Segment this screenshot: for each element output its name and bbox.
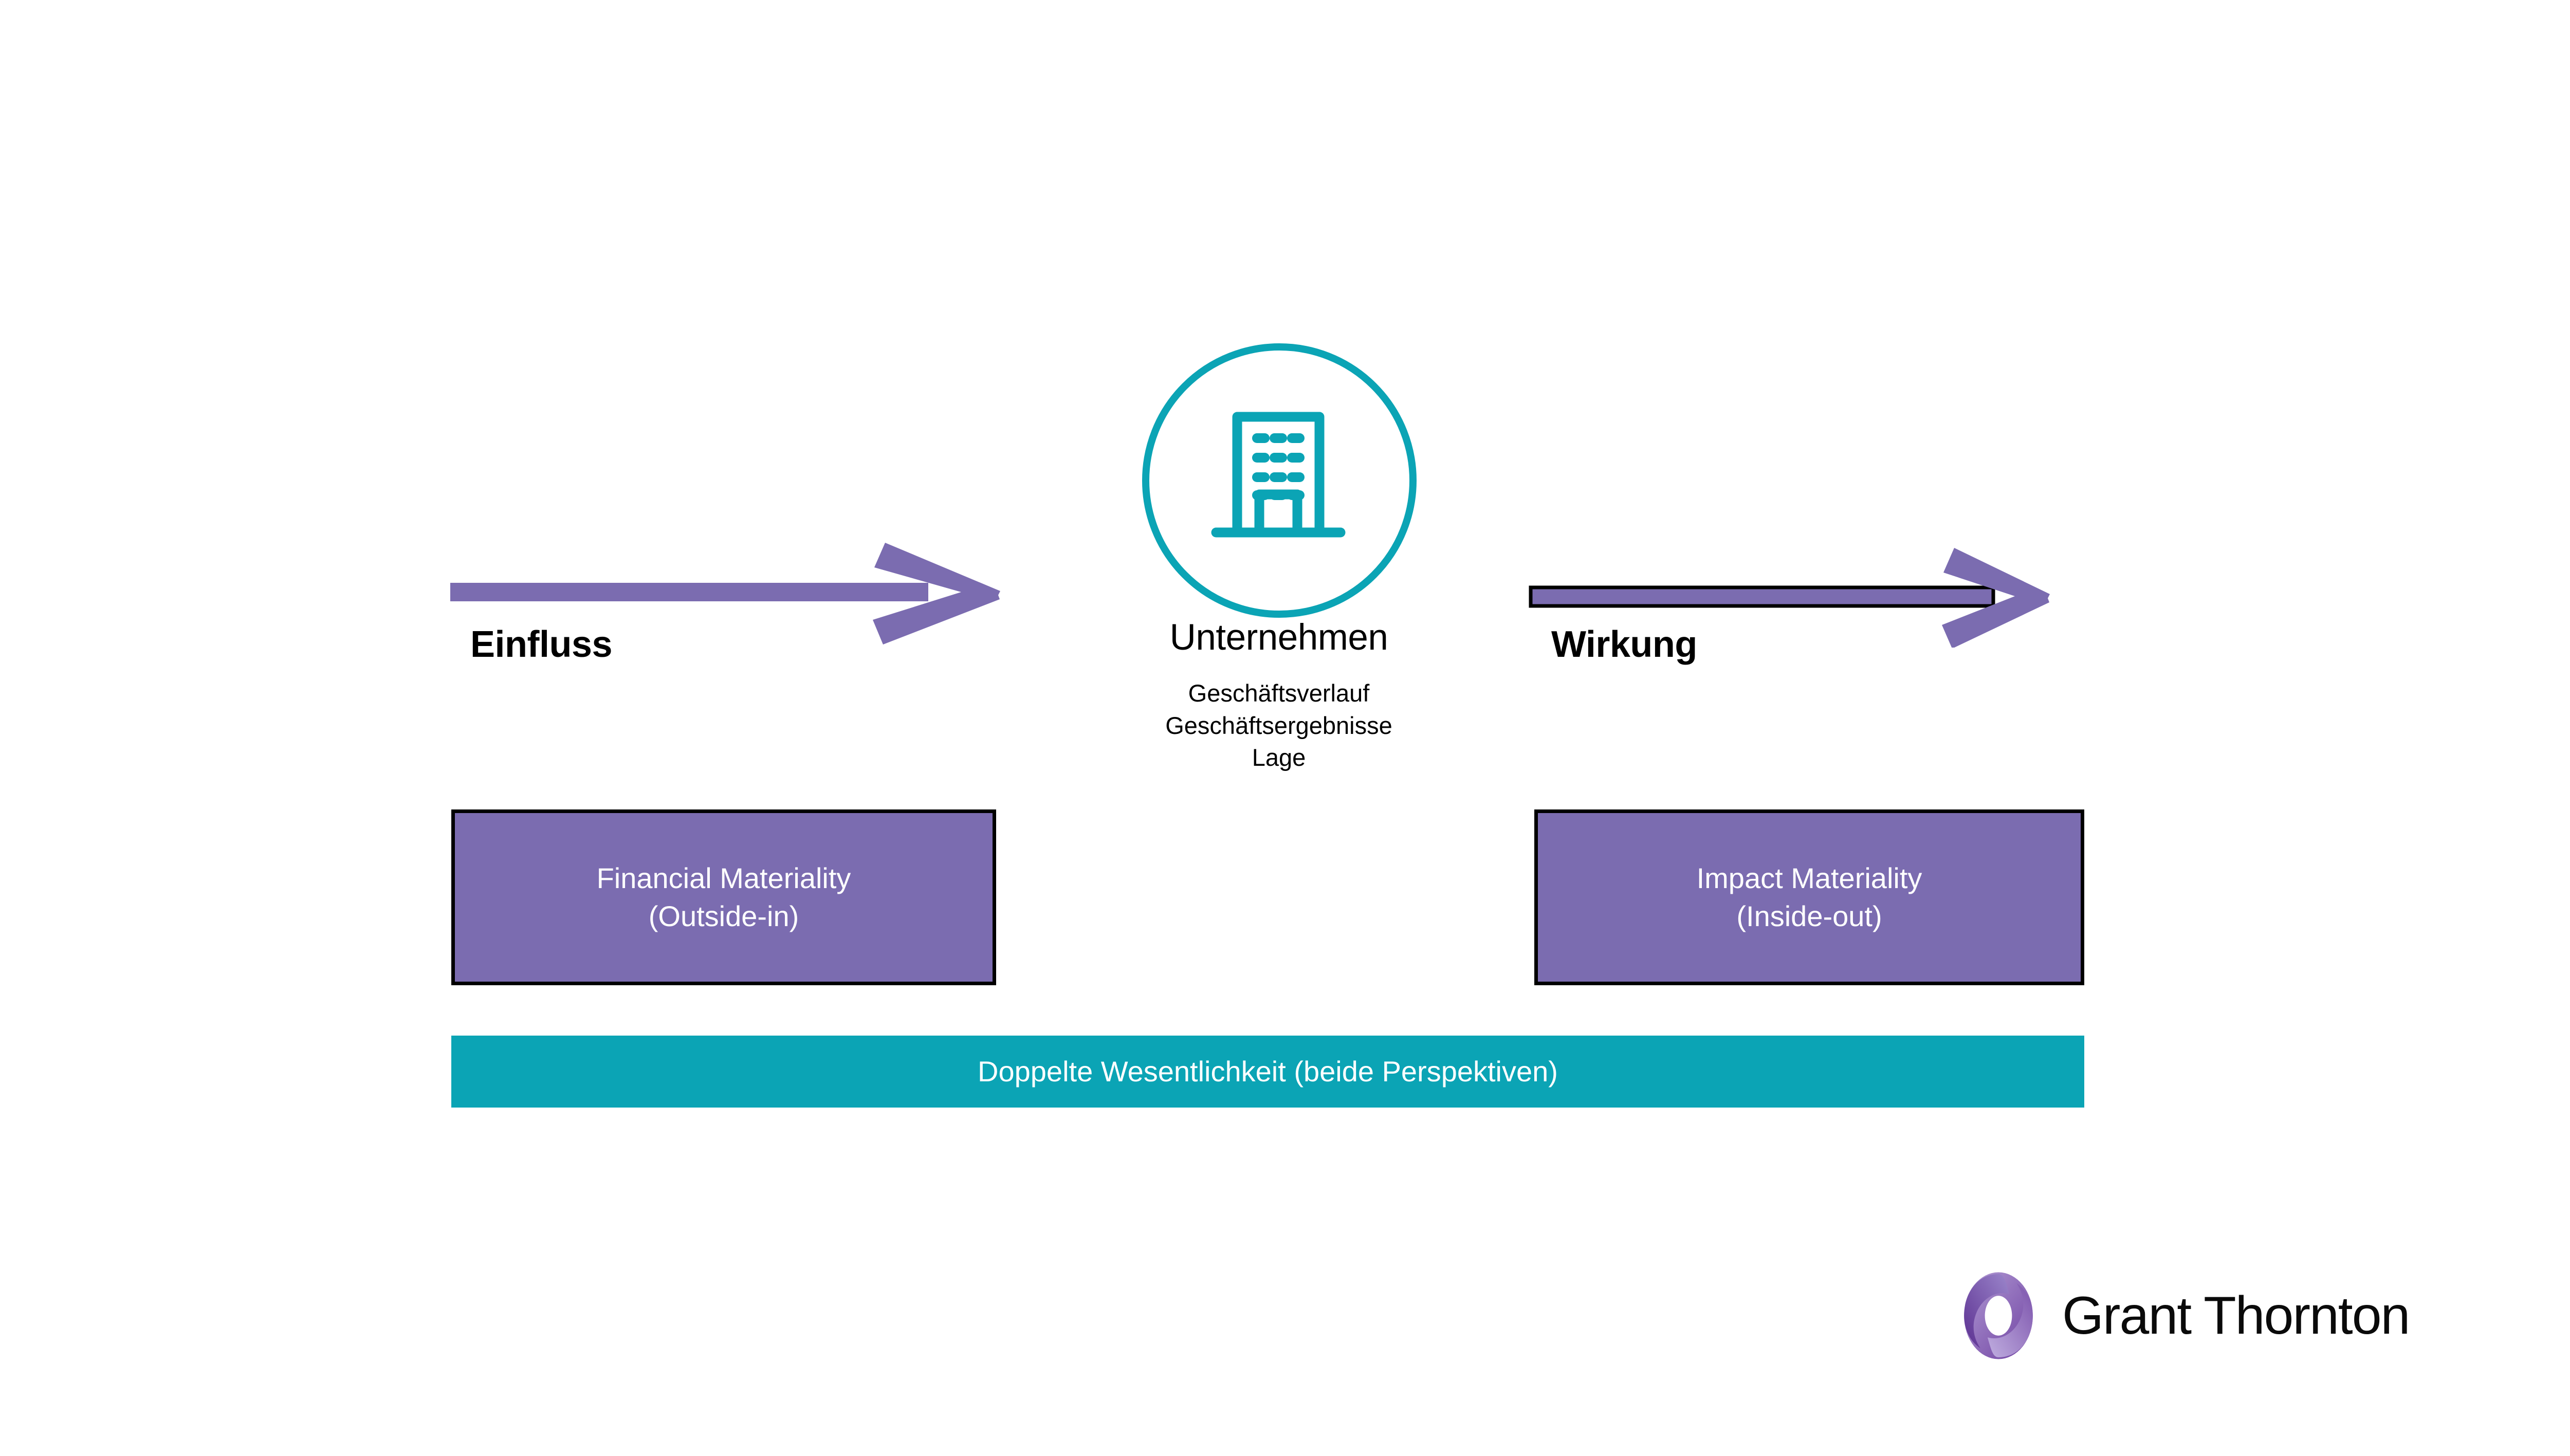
subtitle-line-2: Geschäftsergebnisse [1165,711,1392,739]
impact-arrow-label: Wirkung [1551,624,1697,665]
company-node-title: Unternehmen [1169,617,1388,658]
grant-thornton-wordmark: Grant Thornton [2062,1286,2410,1346]
double-materiality-banner-label: Doppelte Wesentlichkeit (beide Perspekti… [978,1055,1558,1088]
impact-materiality-line-1: Impact Materiality [1696,861,1922,894]
impact-arrow-icon [1529,548,2050,648]
double-materiality-banner[interactable]: Doppelte Wesentlichkeit (beide Perspekti… [451,1036,2084,1108]
grant-thornton-logo: Grant Thornton [1953,1264,2519,1367]
company-node-subtitle: Geschäftsverlauf Geschäftsergebnisse Lag… [1022,677,1536,774]
office-building-icon [1211,412,1346,538]
financial-materiality-line-1: Financial Materiality [596,861,851,894]
financial-materiality-box[interactable]: Financial Materiality (Outside-in) [451,809,996,985]
influence-arrow-icon [450,543,1000,644]
financial-materiality-line-2: (Outside-in) [648,900,799,932]
impact-materiality-line-2: (Inside-out) [1736,900,1882,932]
subtitle-line-3: Lage [1252,744,1306,771]
subtitle-line-1: Geschäftsverlauf [1188,679,1370,707]
influence-arrow-label: Einfluss [470,624,613,665]
grant-thornton-mobius-icon [1964,1272,2033,1359]
impact-materiality-box[interactable]: Impact Materiality (Inside-out) [1534,809,2084,985]
company-node [1142,343,1417,618]
